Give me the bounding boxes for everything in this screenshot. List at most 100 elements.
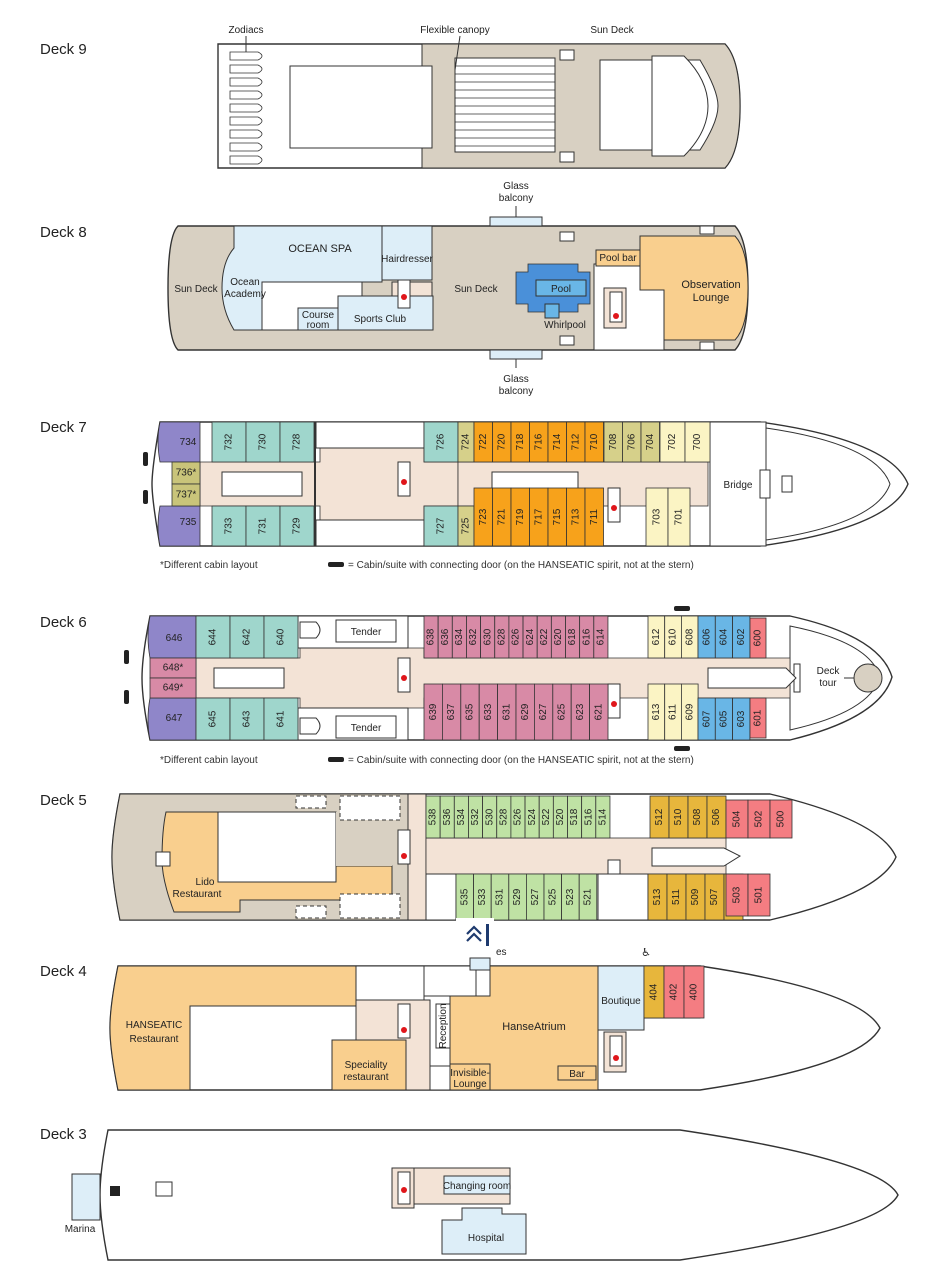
cabin-number-722: 722 [478,433,489,450]
wheelchair-icon: ♿ [641,946,651,959]
cabin-number-610: 610 [668,628,679,645]
cabin-number-646: 646 [166,633,183,644]
deck4-partial-label: es [496,947,507,958]
cabin-number-507: 507 [709,888,720,905]
cabin-number-712: 712 [570,433,581,450]
cabin-number-629: 629 [520,703,531,720]
cabin-600 [749,617,767,659]
cabin-700 [684,421,711,463]
deck-6-label: Deck 6 [40,614,87,631]
cabin-500 [769,799,793,839]
cabin-641 [263,697,299,741]
speciality-label-2: restaurant [343,1072,388,1083]
sports-club-label: Sports Club [354,314,407,325]
cabin-number-726: 726 [436,433,447,450]
cabin-number-536: 536 [442,808,453,825]
bridge-label: Bridge [724,480,753,491]
cabin-521 [578,873,598,921]
whirlpool-label: Whirlpool [544,320,586,331]
cabin-number-631: 631 [501,703,512,720]
cabin-number-525: 525 [547,888,558,905]
cabin-number-609: 609 [684,703,695,720]
sun-deck-mid-label: Sun Deck [454,284,498,295]
connecting-door-legend-icon [328,562,344,567]
cabin-711 [584,487,604,547]
hairdresser-label: Hairdresser [381,254,433,265]
cabin-621 [589,683,609,741]
cabin-731 [245,505,281,547]
observation-lounge-label-1: Observation [681,279,740,291]
cabin-647 [147,697,197,741]
cabin-number-605: 605 [719,710,730,727]
cabin-number-534: 534 [456,808,467,825]
cabin-number-500: 500 [776,810,787,827]
pool-label: Pool [551,284,571,295]
cabin-number-516: 516 [583,808,594,825]
changing-room-label: Changing room [443,1181,511,1192]
cabin-number-508: 508 [692,808,703,825]
cabin-number-603: 603 [736,710,747,727]
hospital-label: Hospital [468,1233,504,1244]
cabin-number-720: 720 [496,433,507,450]
sun-deck-aft-label: Sun Deck [174,284,218,295]
boutique-label: Boutique [601,996,641,1007]
deck6-footnote-right: = Cabin/suite with connecting door (on t… [348,755,694,766]
cabin-number-641: 641 [276,710,287,727]
cabin-number-616: 616 [581,628,592,645]
cabin-number-606: 606 [701,628,712,645]
cabin-number-502: 502 [754,810,765,827]
deck7-footnote-left: *Different cabin layout [160,560,258,571]
cabin-number-625: 625 [557,703,568,720]
cabin-702 [659,421,686,463]
cabin-number-637: 637 [446,703,457,720]
lido-label-2: Restaurant [173,889,222,900]
ocean-spa-label: OCEAN SPA [288,243,352,255]
cabin-number-626: 626 [511,628,522,645]
cabin-number-623: 623 [575,703,586,720]
cabin-number-724: 724 [461,433,472,450]
cabin-number-528: 528 [498,808,509,825]
hanseatrium-label: HanseAtrium [502,1021,566,1033]
cabin-number-728: 728 [292,433,303,450]
cabin-number-729: 729 [292,517,303,534]
zodiac-boats [229,51,263,165]
cabin-601 [749,697,767,739]
cabin-number-527: 527 [530,888,541,905]
cabin-number-529: 529 [512,888,523,905]
cabin-number-624: 624 [525,628,536,645]
deck-tour-label-1: Deck [817,666,841,677]
cabin-614 [593,615,609,659]
tender-bottom-label: Tender [351,723,382,734]
cabin-number-628: 628 [496,628,507,645]
invisible-lounge-label-1: Invisible- [450,1068,489,1079]
cabin-number-514: 514 [598,808,609,825]
cabin-number-526: 526 [513,808,524,825]
cabin-number-506: 506 [711,808,722,825]
hanseatic-restaurant-label-2: Restaurant [130,1034,179,1045]
cabin-number-602: 602 [736,628,747,645]
cabin-514 [595,795,611,839]
deck-tour-label-2: tour [819,678,837,689]
cabin-number-649-star: 649* [163,683,184,694]
cabin-400 [683,965,705,1019]
cabin-number-640: 640 [276,628,287,645]
cabin-number-708: 708 [608,433,619,450]
cabin-number-648-star: 648* [163,663,184,674]
cabin-number-522: 522 [541,808,552,825]
cabin-number-604: 604 [719,628,730,645]
cabin-number-636: 636 [440,628,451,645]
observation-lounge-label-2: Lounge [693,292,730,304]
cabin-number-622: 622 [539,628,550,645]
cabin-number-613: 613 [651,703,662,720]
cabin-number-711: 711 [589,509,600,525]
cabin-number-509: 509 [690,888,701,905]
cabin-number-735: 735 [180,517,197,528]
cabin-number-614: 614 [596,628,607,645]
cabin-number-618: 618 [567,628,578,645]
deck-5-label: Deck 5 [40,792,87,809]
cabin-number-531: 531 [495,888,506,905]
cabin-number-731: 731 [258,517,269,534]
deck-4: Deck 4 HANSEATIC Restaurant Speciality r… [40,946,881,1091]
